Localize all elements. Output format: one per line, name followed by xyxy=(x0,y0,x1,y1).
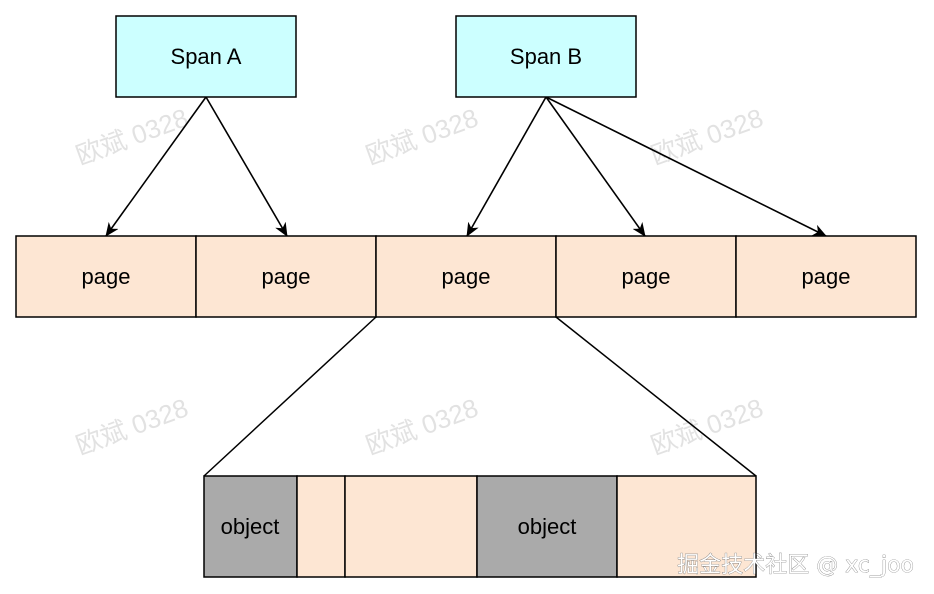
span-a-box: Span A xyxy=(115,15,297,98)
watermark: 欧斌 0328 xyxy=(362,392,482,460)
object-row: object object xyxy=(203,475,757,578)
zoom-line-right xyxy=(555,316,757,477)
span-arrows xyxy=(105,96,827,237)
object-slot-4-label: object xyxy=(518,514,577,539)
span-b-rect xyxy=(455,15,637,98)
object-slot-3 xyxy=(344,475,478,578)
page-4-label: page xyxy=(622,264,671,289)
watermark: 欧斌 0328 xyxy=(72,102,192,170)
page-3 xyxy=(375,235,557,318)
object-slot-1-label: object xyxy=(221,514,280,539)
object-slot-4 xyxy=(476,475,618,578)
page-5 xyxy=(735,235,917,318)
arrow-span-a-page-2 xyxy=(205,96,288,237)
zoom-line-left xyxy=(203,316,377,477)
page-5-label: page xyxy=(802,264,851,289)
object-slot-5 xyxy=(616,475,757,578)
span-b-box: Span B xyxy=(455,15,637,98)
watermark: 欧斌 0328 xyxy=(362,102,482,170)
watermark: 欧斌 0328 xyxy=(647,102,767,170)
span-a-label: Span A xyxy=(171,44,242,69)
arrow-span-b-page-5 xyxy=(545,96,827,237)
span-a-rect xyxy=(115,15,297,98)
page-2-label: page xyxy=(262,264,311,289)
page-row: page page page page page xyxy=(15,235,917,318)
arrow-span-a-page-1 xyxy=(105,96,207,237)
site-watermark: 掘金技术社区 @ xc_joo xyxy=(677,553,914,578)
object-slot-2 xyxy=(296,475,346,578)
watermark: 欧斌 0328 xyxy=(72,392,192,460)
page-3-label: page xyxy=(442,264,491,289)
page-2 xyxy=(195,235,377,318)
arrow-span-b-page-3 xyxy=(466,96,547,237)
object-slot-1 xyxy=(203,475,298,578)
page-4 xyxy=(555,235,737,318)
zoom-lines xyxy=(203,316,757,477)
page-1 xyxy=(15,235,197,318)
span-b-label: Span B xyxy=(510,44,582,69)
page-1-label: page xyxy=(82,264,131,289)
arrow-span-b-page-4 xyxy=(545,96,646,237)
